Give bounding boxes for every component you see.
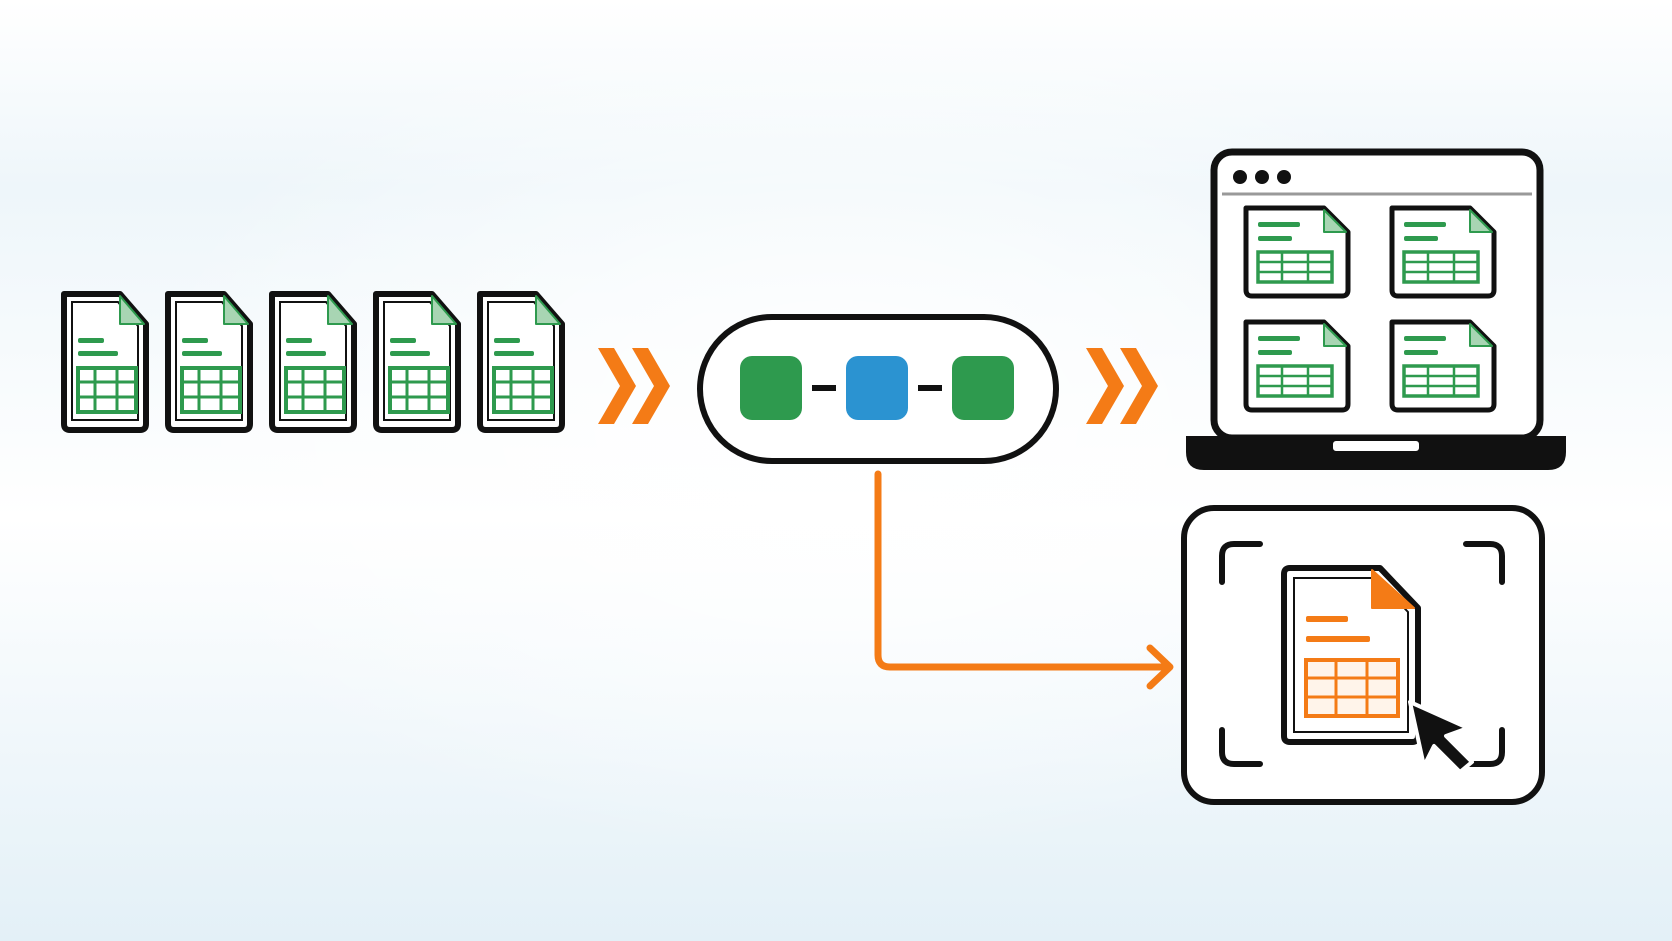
- pipeline-step-green-1: [740, 356, 802, 420]
- highlighted-spreadsheet-icon: [1281, 565, 1421, 745]
- arrow-to-laptop: [1086, 348, 1158, 424]
- source-spreadsheet-stack: [64, 294, 562, 430]
- focus-corner-top-right: [1463, 541, 1505, 585]
- pipeline-connector-2: [918, 385, 942, 391]
- spreadsheet-file-icon: [272, 294, 354, 430]
- laptop-spreadsheet-tile: [1246, 322, 1348, 410]
- pipeline-step-green-2: [952, 356, 1014, 420]
- elbow-arrow-to-selection: [874, 470, 1174, 690]
- focus-corner-top-left: [1219, 541, 1263, 585]
- spreadsheet-file-icon: [64, 294, 146, 430]
- processing-pipeline: [697, 314, 1059, 464]
- window-dot-3: [1277, 170, 1291, 184]
- spreadsheet-file-icon: [480, 294, 562, 430]
- arrow-to-pipeline: [598, 348, 670, 424]
- window-dot-1: [1233, 170, 1247, 184]
- mouse-pointer-icon: [1408, 700, 1474, 774]
- pipeline-connector-1: [812, 385, 836, 391]
- focus-corner-bottom-right: [1463, 727, 1505, 767]
- selected-file-panel: [1181, 505, 1545, 805]
- spreadsheet-file-icon: [168, 294, 250, 430]
- laptop-spreadsheet-tile: [1392, 208, 1494, 296]
- laptop-spreadsheet-tile: [1392, 322, 1494, 410]
- laptop-spreadsheet-tile: [1246, 208, 1348, 296]
- laptop-icon: [1186, 148, 1566, 470]
- focus-corner-bottom-left: [1219, 727, 1263, 767]
- window-dot-2: [1255, 170, 1269, 184]
- pipeline-step-blue: [846, 356, 908, 420]
- spreadsheet-file-icon: [376, 294, 458, 430]
- laptop-trackpad-notch: [1331, 439, 1421, 453]
